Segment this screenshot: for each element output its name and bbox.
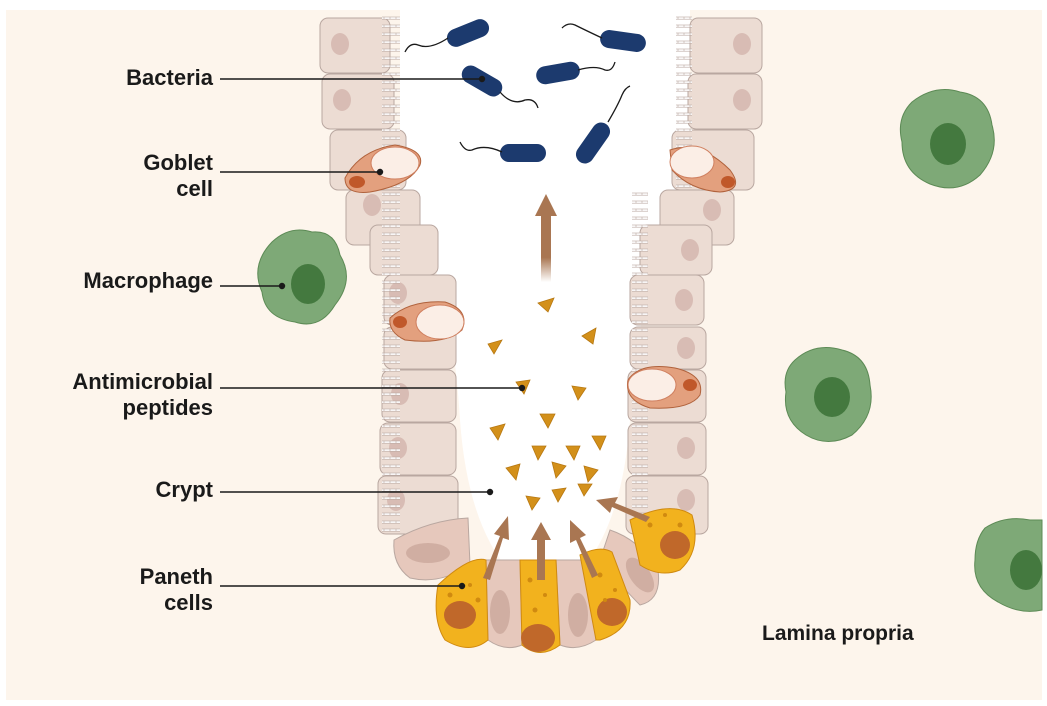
macrophage-right-middle xyxy=(785,348,871,442)
label-macrophage-text: Macrophage xyxy=(83,268,213,293)
label-paneth-cells: Paneth cells xyxy=(140,564,213,616)
label-bacteria-text: Bacteria xyxy=(126,65,213,90)
label-macrophage: Macrophage xyxy=(83,268,213,294)
label-crypt: Crypt xyxy=(156,477,213,503)
label-bacteria: Bacteria xyxy=(126,65,213,91)
label-lamina-propria: Lamina propria xyxy=(762,622,914,646)
label-goblet-cell-line2: cell xyxy=(143,176,213,202)
label-peptides-line2: peptides xyxy=(72,395,213,421)
label-peptides-line1: Antimicrobial xyxy=(72,369,213,395)
label-goblet-cell: Goblet cell xyxy=(143,150,213,202)
label-paneth-line1: Paneth xyxy=(140,564,213,590)
label-paneth-line2: cells xyxy=(140,590,213,616)
label-crypt-text: Crypt xyxy=(156,477,213,502)
label-goblet-cell-line1: Goblet xyxy=(143,150,213,176)
goblet-cell-3 xyxy=(627,367,700,409)
macrophage-right-top xyxy=(900,90,994,188)
label-antimicrobial-peptides: Antimicrobial peptides xyxy=(72,369,213,421)
